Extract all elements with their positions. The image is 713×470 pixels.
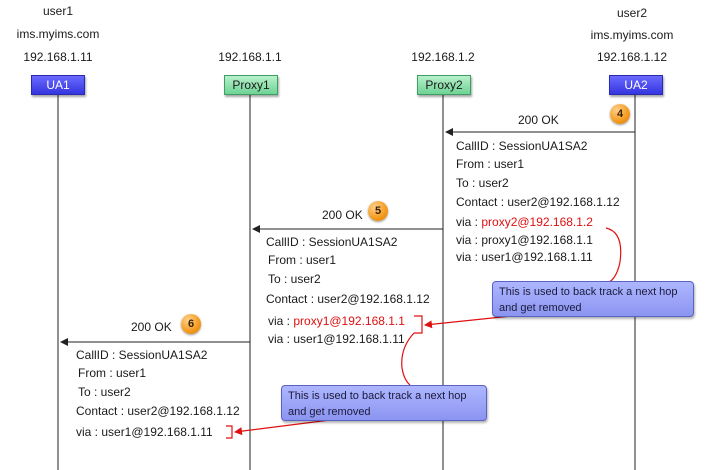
ua2-domain: ims.myims.com xyxy=(590,28,674,42)
msg-6-to: To : user2 xyxy=(78,385,131,399)
msg-6-contact: Contact : user2@192.168.1.12 xyxy=(76,404,240,418)
msg-4-via-3: via : user1@192.168.1.11 xyxy=(456,250,593,264)
msg-5-to: To : user2 xyxy=(268,272,321,286)
connector-note-2 xyxy=(401,332,415,386)
msg-4-from: From : user1 xyxy=(456,157,525,171)
proxy2-ip: 192.168.1.2 xyxy=(411,50,475,64)
entity-proxy1: Proxy1 xyxy=(224,75,278,95)
ua1-ip: 192.168.1.11 xyxy=(23,50,93,64)
msg-5-contact: Contact : user2@192.168.1.12 xyxy=(266,292,430,306)
entity-proxy2: Proxy2 xyxy=(417,75,471,95)
msg-5-via-1: via : proxy1@192.168.1.1 xyxy=(268,314,405,328)
connector-note-1 xyxy=(603,227,622,285)
msg-5-from: From : user1 xyxy=(268,253,337,267)
step-badge-6: 6 xyxy=(181,314,201,334)
ua2-user: user2 xyxy=(616,6,648,20)
ua1-domain: ims.myims.com xyxy=(16,27,100,41)
note-1-line-1: This is used to back track a next hop xyxy=(499,286,678,298)
bracket-msg-6-via xyxy=(226,425,233,439)
msg-4-via-2: via : proxy1@192.168.1.1 xyxy=(456,233,593,247)
step-badge-4: 4 xyxy=(610,104,630,124)
via-removed-hop: proxy1@192.168.1.1 xyxy=(293,314,405,328)
msg-5-callid: CallID : SessionUA1SA2 xyxy=(266,235,398,249)
msg-4-label: 200 OK xyxy=(518,113,559,127)
arrow-note-2 xyxy=(234,418,339,436)
via-removed-hop: proxy2@192.168.1.2 xyxy=(481,215,593,229)
msg-5-label: 200 OK xyxy=(322,208,363,222)
msg-6-label: 200 OK xyxy=(131,320,172,334)
ua1-user: user1 xyxy=(42,4,74,18)
msg-4-contact: Contact : user2@192.168.1.12 xyxy=(456,195,620,209)
via-prefix: via : xyxy=(268,314,294,328)
via-prefix: via : xyxy=(456,215,482,229)
msg-6-callid: CallID : SessionUA1SA2 xyxy=(76,348,208,362)
msg-6-via-1: via : user1@192.168.1.11 xyxy=(76,425,213,439)
entity-ua1: UA1 xyxy=(31,75,85,95)
proxy1-ip: 192.168.1.1 xyxy=(218,50,282,64)
step-badge-5: 5 xyxy=(368,201,388,221)
msg-5-via-2: via : user1@192.168.1.11 xyxy=(268,332,405,346)
msg-4-via-1: via : proxy2@192.168.1.2 xyxy=(456,215,593,229)
msg-4-callid: CallID : SessionUA1SA2 xyxy=(456,139,588,153)
msg-6-from: From : user1 xyxy=(78,366,147,380)
note-1-line-2: and get removed xyxy=(499,302,582,314)
bracket-msg-5-via xyxy=(414,315,423,334)
msg-4-to: To : user2 xyxy=(456,176,509,190)
note-back-track-2: This is used to back track a next hop an… xyxy=(281,385,487,421)
entity-ua2: UA2 xyxy=(609,75,663,95)
note-2-line-2: and get removed xyxy=(288,406,371,418)
note-back-track-1: This is used to back track a next hop an… xyxy=(492,281,694,317)
note-2-line-1: This is used to back track a next hop xyxy=(288,390,467,402)
ua2-ip: 192.168.1.12 xyxy=(596,50,668,64)
